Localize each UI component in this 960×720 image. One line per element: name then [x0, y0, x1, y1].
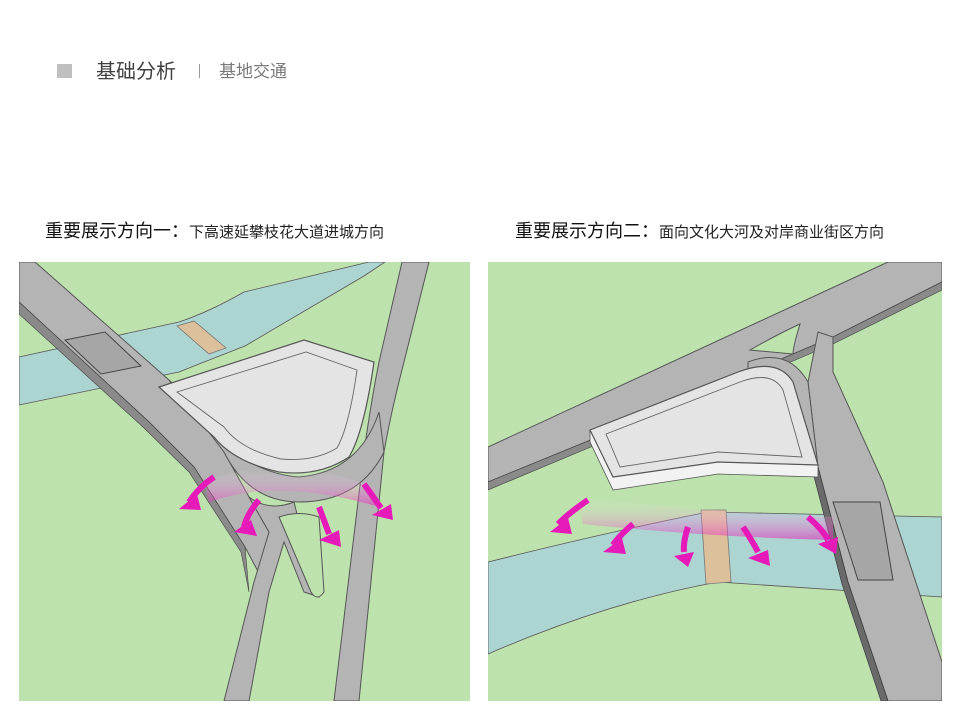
caption-direction-one-description: 下高速延攀枝花大道进城方向 [189, 223, 385, 241]
arrowhead-pink [603, 538, 626, 554]
site-block [157, 339, 375, 474]
caption-direction-two-description: 面向文化大河及对岸商业街区方向 [659, 223, 885, 241]
traffic-island [748, 323, 801, 355]
site-inner-outline [176, 351, 358, 460]
arrow-pink [555, 497, 590, 527]
header-divider [199, 64, 200, 78]
caption-separator: ： [171, 221, 189, 242]
caption-separator: ： [641, 221, 659, 242]
diagram-panel-direction-two [488, 262, 942, 701]
direction-arrows [179, 468, 393, 547]
page-subtitle: 基地交通 [219, 62, 287, 82]
caption-direction-one: 重要展示方向一：下高速延攀枝花大道进城方向 [45, 220, 384, 244]
footbridge [176, 320, 227, 355]
arrow-glow [204, 468, 379, 507]
diagram-panel-direction-one [19, 262, 470, 701]
arrow-pink [610, 521, 635, 547]
caption-direction-two: 重要展示方向二：面向文化大河及对岸商业街区方向 [515, 220, 884, 244]
road-side-wall [19, 301, 250, 593]
road-bridge-deck [832, 501, 894, 581]
arrow-pink [316, 505, 332, 536]
arrow-glow [578, 497, 833, 540]
page-title: 基础分析 [96, 59, 176, 83]
traffic-island [278, 513, 325, 598]
site-inner-outline [605, 377, 803, 468]
arrow-pink [806, 514, 831, 542]
arrowhead-pink [372, 504, 393, 520]
caption-direction-one-title: 重要展示方向一 [45, 221, 171, 242]
arrow-pink [740, 525, 761, 554]
arrowhead-pink [234, 520, 257, 536]
road-vertical [333, 262, 430, 701]
arrowhead-pink [748, 550, 770, 566]
arrowhead-pink [818, 537, 838, 554]
site-diagram-one [19, 262, 470, 701]
direction-arrows [550, 497, 838, 567]
arrow-pink [361, 482, 384, 510]
site-block [589, 365, 819, 478]
arrow-pink [680, 526, 691, 553]
header-square-marker [57, 64, 72, 78]
arrowhead-pink [550, 518, 572, 534]
arrowhead-pink [179, 494, 201, 510]
road-bridge-deck [63, 331, 143, 375]
arrowhead-pink [674, 552, 694, 567]
arrowhead-pink [319, 530, 341, 547]
site-diagram-two [488, 262, 942, 701]
caption-direction-two-title: 重要展示方向二 [515, 221, 641, 242]
